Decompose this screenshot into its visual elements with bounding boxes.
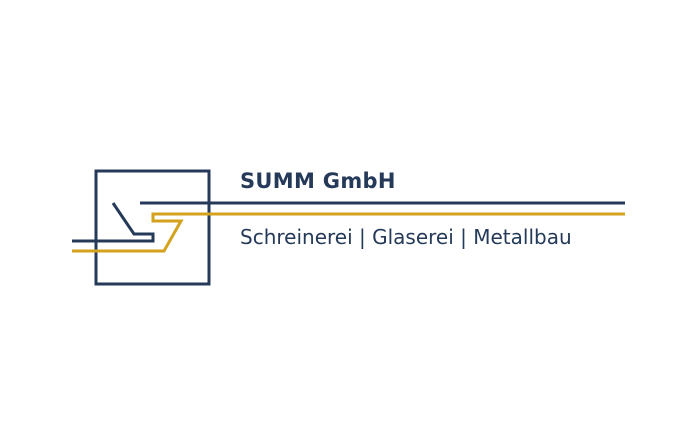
logo-navy-s-stroke bbox=[72, 202, 155, 243]
company-tagline: Schreinerei | Glaserei | Metallbau bbox=[240, 225, 572, 249]
logo-square-frame bbox=[94, 169, 211, 286]
company-name: SUMM GmbH bbox=[240, 169, 396, 193]
logo-gold-s-stroke bbox=[72, 212, 184, 253]
